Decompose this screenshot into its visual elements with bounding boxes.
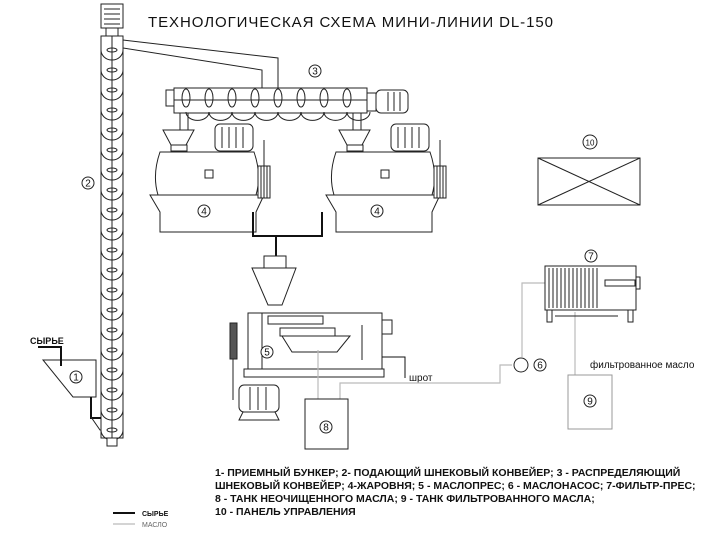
marker-10: 10: [582, 134, 598, 150]
marker-1: 1: [69, 370, 83, 384]
marker-number: 10: [586, 139, 595, 148]
marker-number: 5: [264, 348, 270, 359]
marker-number: 4: [201, 207, 207, 218]
oil-press: [229, 255, 393, 421]
legend-oil-label: МАСЛО: [142, 522, 168, 529]
crude-oil-tank: [304, 398, 349, 450]
marker-number: 6: [537, 361, 543, 372]
description-line: 10 - ПАНЕЛЬ УПРАВЛЕНИЯ: [215, 506, 356, 518]
description-line: 1- ПРИЕМНЫЙ БУНКЕР; 2- ПОДАЮЩИЙ ШНЕКОВЫЙ…: [215, 466, 680, 479]
marker-3: 3: [308, 64, 322, 78]
marker-4: 4: [370, 204, 384, 218]
legend-raw-label: СЫРЬЕ: [142, 511, 169, 518]
filter-press: [544, 265, 641, 323]
marker-4: 4: [197, 204, 211, 218]
oil-pump: [513, 357, 529, 373]
marker-number: 9: [587, 397, 593, 408]
description: 1- ПРИЕМНЫЙ БУНКЕР; 2- ПОДАЮЩИЙ ШНЕКОВЫЙ…: [215, 466, 696, 518]
marker-number: 4: [374, 207, 380, 218]
marker-5: 5: [260, 345, 274, 359]
marker-2: 2: [81, 176, 95, 190]
meal-output-label: шрот: [409, 373, 433, 384]
marker-number: 2: [85, 179, 91, 190]
distribution-screw-conveyor: [165, 87, 409, 134]
marker-number: 1: [73, 373, 79, 384]
feed-screw-conveyor: [100, 3, 124, 447]
filtered-oil-tank: [567, 374, 613, 430]
filtered-oil-label: фильтрованное масло: [590, 359, 695, 371]
marker-number: 7: [588, 252, 594, 263]
marker-9: 9: [583, 394, 597, 408]
marker-6: 6: [533, 358, 547, 372]
description-line: ШНЕКОВЫЙ КОНВЕЙЕР; 4-ЖАРОВНЯ; 5 - МАСЛОП…: [215, 479, 696, 492]
marker-7: 7: [584, 249, 598, 263]
raw-input-label: СЫРЬЕ: [30, 336, 64, 346]
legend: СЫРЬЕ МАСЛО: [113, 511, 169, 529]
roaster-right: [325, 123, 447, 233]
marker-8: 8: [319, 420, 333, 434]
description-line: 8 - ТАНК НЕОЧИЩЕННОГО МАСЛА; 9 - ТАНК ФИ…: [215, 493, 595, 505]
marker-number: 8: [323, 423, 329, 434]
diagram-title: ТЕХНОЛОГИЧЕСКАЯ СХЕМА МИНИ-ЛИНИИ DL-150: [148, 14, 553, 31]
roaster-left: [149, 123, 271, 233]
receiving-hopper: [41, 359, 97, 398]
marker-number: 3: [312, 67, 318, 78]
control-panel: [537, 157, 641, 206]
